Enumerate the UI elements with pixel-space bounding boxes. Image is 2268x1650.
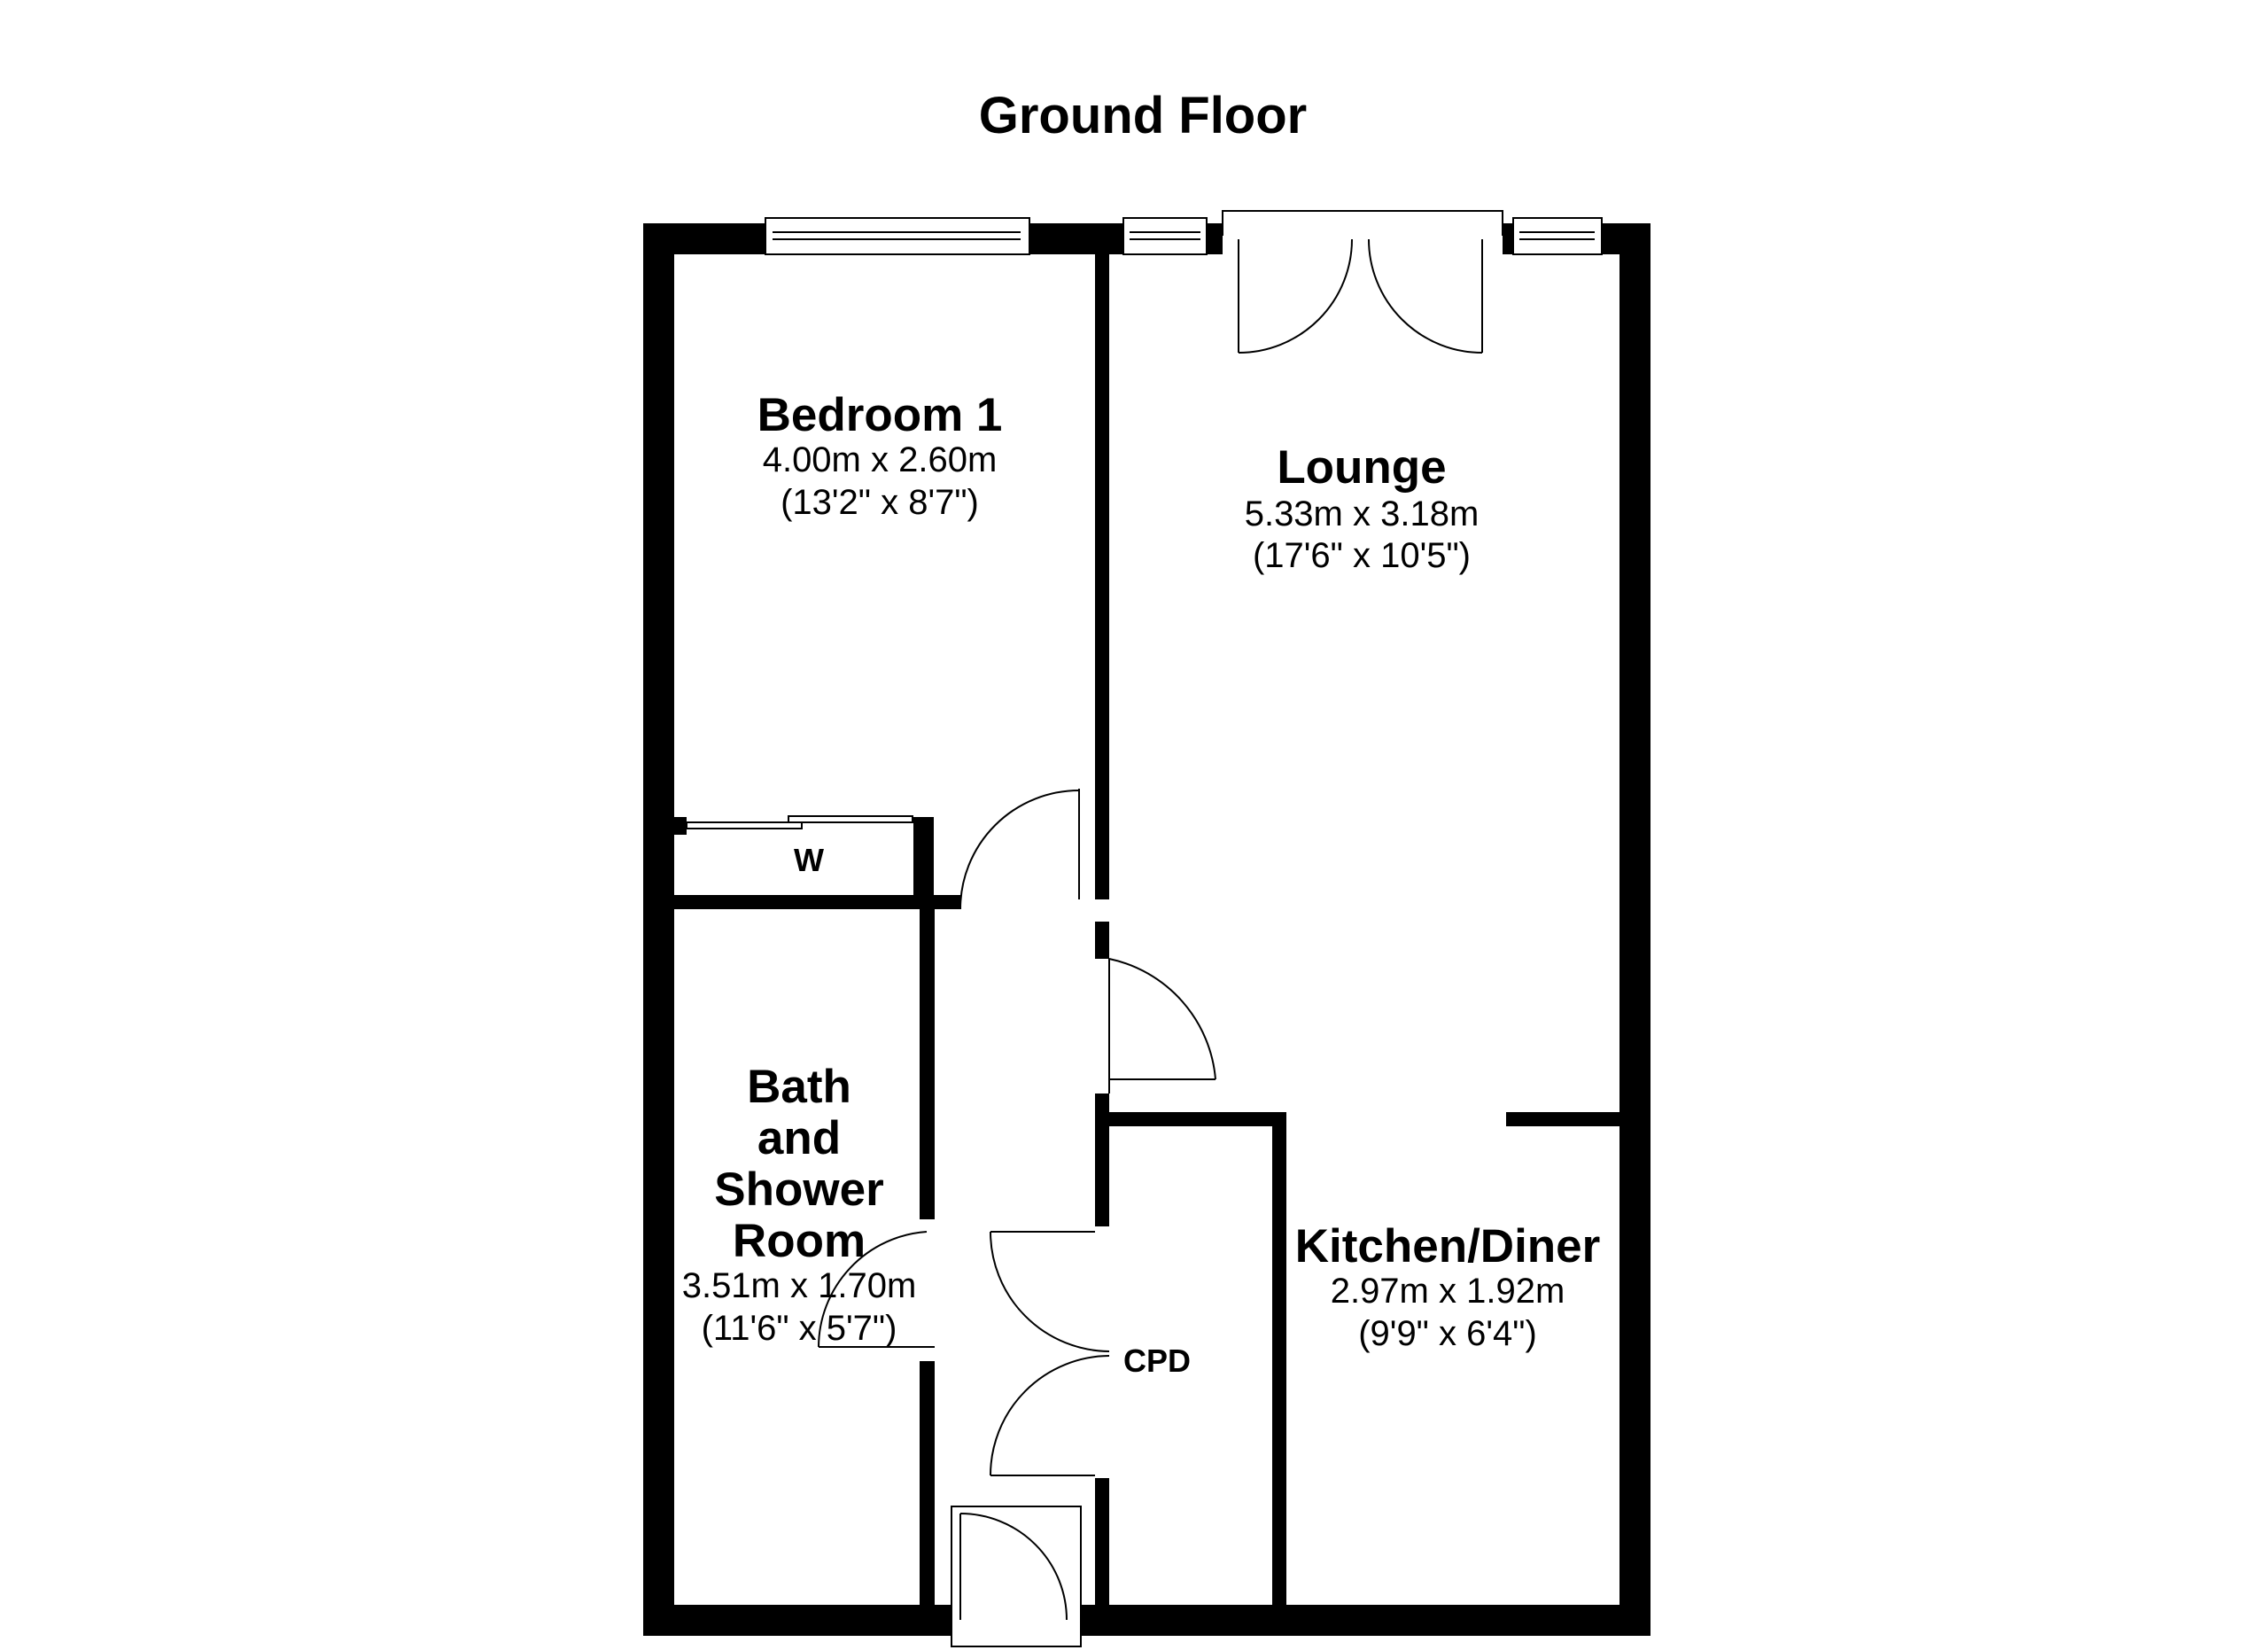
bath-name-line-3: Shower xyxy=(714,1164,883,1216)
kitchen-metric: 2.97m x 1.92m xyxy=(1331,1272,1565,1311)
room-kitchen: Kitchen/Diner 2.97m x 1.92m (9'9" x 6'4"… xyxy=(1295,1220,1601,1353)
bath-imperial: (11'6" x 5'7") xyxy=(702,1309,897,1348)
bedroom-metric: 4.00m x 2.60m xyxy=(763,440,998,479)
wardrobe-label: W xyxy=(794,842,824,878)
bath-name-line-4: Room xyxy=(733,1215,866,1267)
wall-bedroom-lounge xyxy=(1095,254,1109,899)
wardrobe-right-wall xyxy=(913,817,934,909)
wall-right xyxy=(1619,223,1651,1636)
bedroom-name: Bedroom 1 xyxy=(757,389,1003,441)
wall-bath-hall-lower xyxy=(920,1361,935,1605)
lounge-imperial: (17'6" x 10'5") xyxy=(1253,536,1471,575)
bedroom-imperial: (13'2" x 8'7") xyxy=(781,483,979,522)
wall-lounge-hall-lower xyxy=(1095,1094,1109,1226)
wall-bath-hall-upper xyxy=(920,909,935,1219)
bath-metric: 3.51m x 1.70m xyxy=(682,1266,917,1305)
bath-name-line-1: Bath xyxy=(747,1061,851,1113)
wall-bedroom-bath xyxy=(674,895,934,909)
lounge-french-door-opening xyxy=(1222,210,1503,238)
room-lounge: Lounge 5.33m x 3.18m (17'6" x 10'5") xyxy=(1245,441,1480,575)
room-bedroom: Bedroom 1 4.00m x 2.60m (13'2" x 8'7") xyxy=(757,389,1003,522)
lounge-french-door-sill xyxy=(1223,236,1503,254)
hall-doors xyxy=(818,789,1216,1647)
wardrobe-left-stub xyxy=(674,817,687,835)
cupboard-label: CPD xyxy=(1123,1343,1191,1379)
wall-cupboard-top xyxy=(1109,1112,1286,1126)
bedroom-window xyxy=(765,217,1030,255)
room-bath: Bath and Shower Room 3.51m x 1.70m (11'6… xyxy=(682,1061,917,1348)
lounge-metric: 5.33m x 3.18m xyxy=(1245,494,1480,533)
lounge-window-right xyxy=(1512,217,1603,255)
hall-stub-top xyxy=(934,895,960,909)
wall-bottom xyxy=(643,1605,1651,1636)
bath-name-line-2: and xyxy=(757,1112,841,1164)
lounge-french-doors xyxy=(1238,238,1483,354)
wardrobe-doors xyxy=(686,815,913,829)
wall-bedroom-lounge-low xyxy=(1095,922,1109,959)
kitchen-name: Kitchen/Diner xyxy=(1295,1220,1601,1273)
floor-title: Ground Floor xyxy=(979,87,1308,144)
wall-kitchen-lounge-stub xyxy=(1506,1112,1619,1126)
wall-cupboard-right xyxy=(1272,1112,1286,1605)
wall-left xyxy=(643,223,674,1636)
interior-walls xyxy=(674,254,1619,1605)
kitchen-imperial: (9'9" x 6'4") xyxy=(1358,1314,1537,1353)
lounge-window-left xyxy=(1122,217,1208,255)
lounge-name: Lounge xyxy=(1277,441,1446,494)
wall-cupboard-left-lower xyxy=(1095,1478,1109,1605)
windows xyxy=(765,210,1603,255)
